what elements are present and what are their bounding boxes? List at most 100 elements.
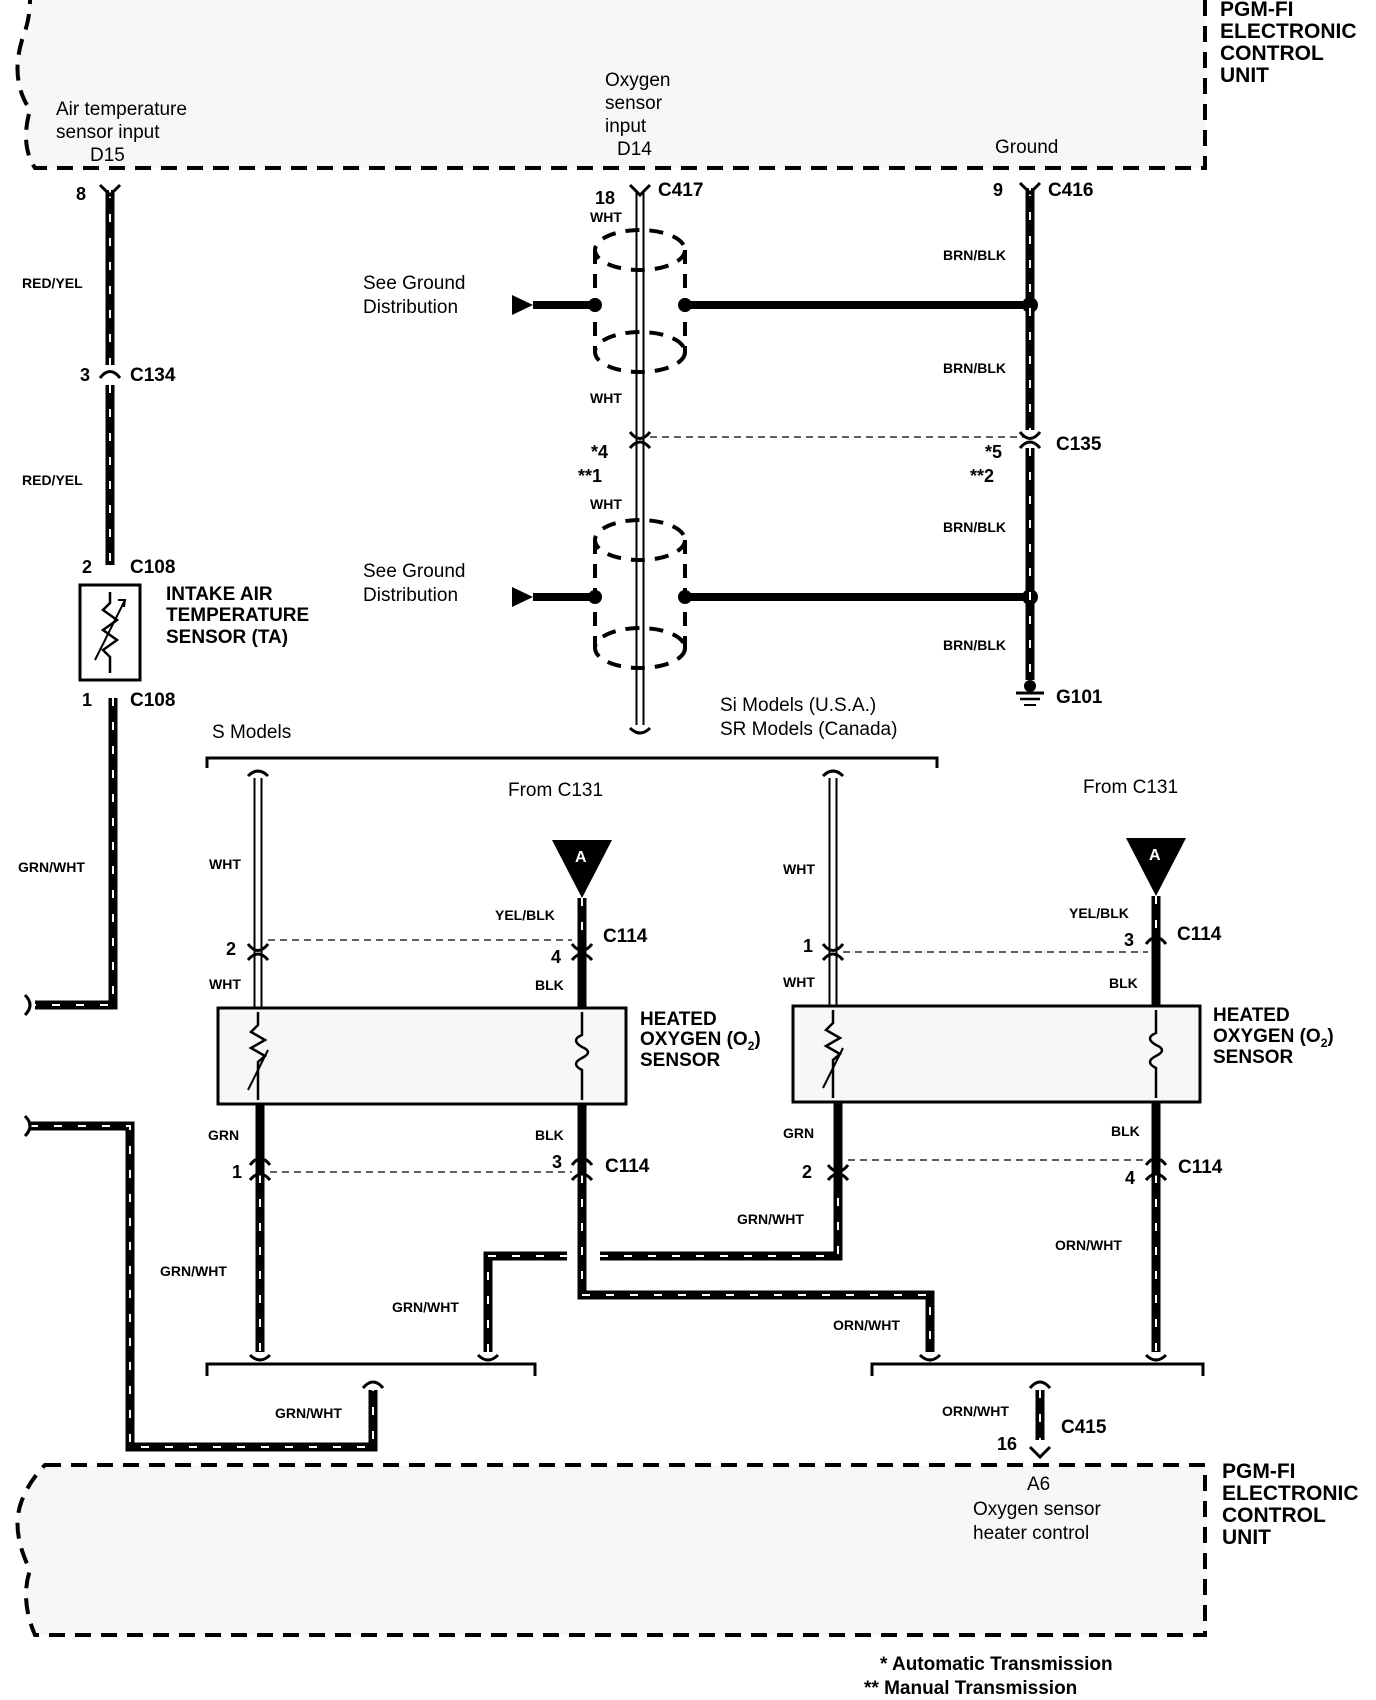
- ecu-bottom-box: [15, 1463, 1207, 1637]
- ecu-bottom-title-3: CONTROL: [1222, 1504, 1326, 1527]
- s-models-label: S Models: [212, 722, 291, 743]
- wire-label-s-orn-wht: ORN/WHT: [833, 1317, 900, 1333]
- see-ground-label-1a: See Ground: [363, 273, 465, 294]
- wire-label-brn-blk-4: BRN/BLK: [943, 637, 1006, 653]
- wire-label-si-blk-bottom: BLK: [1111, 1123, 1140, 1139]
- ref-a-left: A: [575, 849, 587, 866]
- ecu-bottom-title-1: PGM-FI: [1222, 1460, 1296, 1483]
- ecu-top-title-3: CONTROL: [1220, 42, 1324, 65]
- si-sensor-element-icon: [823, 1010, 843, 1098]
- si-models-label-2: SR Models (Canada): [720, 719, 897, 740]
- connector-c417: C417: [658, 180, 703, 201]
- pin-manual-1: **1: [578, 466, 602, 486]
- air-temp-input-label-2: sensor input: [56, 122, 160, 143]
- wire-label-si-orn-wht: ORN/WHT: [1055, 1237, 1122, 1253]
- pin-2: 2: [82, 557, 92, 577]
- heater-control-terminal: A6: [1027, 1474, 1050, 1495]
- connector-c416: C416: [1048, 180, 1093, 201]
- see-ground-label-1b: Distribution: [363, 297, 458, 318]
- ref-a-triangle-right: [1126, 838, 1186, 896]
- connector-c114-si-top: C114: [1177, 924, 1222, 945]
- si-heater-element-icon: [1148, 1010, 1164, 1098]
- s-blk-wire: [577, 1104, 935, 1352]
- ho2s-si-label-3: SENSOR: [1213, 1047, 1294, 1068]
- ground-arrow-2: [512, 587, 533, 607]
- si-pin-wht: 1: [803, 936, 813, 956]
- ho2s-si-label-2: OXYGEN (O2): [1213, 1026, 1334, 1050]
- heater-control-label-1: Oxygen sensor: [973, 1499, 1101, 1520]
- wire-label-si-wht-2: WHT: [783, 974, 815, 990]
- wire-label-brn-blk-2: BRN/BLK: [943, 360, 1006, 376]
- ecu-top-title-1: PGM-FI: [1220, 0, 1294, 21]
- wire-label-red-yel-2: RED/YEL: [22, 472, 83, 488]
- wire-label-wht-3: WHT: [590, 496, 622, 512]
- grn-wht-wire-left-top: [35, 698, 118, 1010]
- ecu-bottom-title-4: UNIT: [1222, 1526, 1271, 1549]
- oxygen-input-label-3: input: [605, 116, 647, 137]
- see-ground-label-2a: See Ground: [363, 561, 465, 582]
- connector-c135: C135: [1056, 434, 1102, 455]
- wire-label-si-grn-wht: GRN/WHT: [737, 1211, 804, 1227]
- ecu-top-title-4: UNIT: [1220, 64, 1269, 87]
- oxygen-input-terminal: D14: [617, 139, 652, 160]
- si-bottom-bracket: [870, 1362, 1205, 1376]
- model-bracket-top: [205, 756, 939, 768]
- c134-terminal: [98, 370, 122, 379]
- wire-label-si-yel-blk: YEL/BLK: [1069, 905, 1129, 921]
- s-pin-blk: 3: [552, 1152, 562, 1172]
- wire-label-si-blk-top: BLK: [1109, 975, 1138, 991]
- s-pin-wht: 2: [226, 939, 236, 959]
- ground-g101: G101: [1056, 687, 1103, 708]
- air-temp-input-label-1: Air temperature: [56, 99, 187, 120]
- si-pin-yel: 3: [1124, 930, 1134, 950]
- wire-label-brn-blk-3: BRN/BLK: [943, 519, 1006, 535]
- wire-label-grn-wht-left: GRN/WHT: [18, 859, 85, 875]
- ho2s-s-label-2: OXYGEN (O2): [640, 1029, 761, 1053]
- pin-8: 8: [76, 184, 86, 204]
- from-c131-left: From C131: [508, 780, 603, 801]
- wire-label-wht-2: WHT: [590, 390, 622, 406]
- ref-a-triangle-left: [552, 840, 612, 898]
- oxygen-input-label-1: Oxygen: [605, 70, 670, 91]
- iat-sensor-label-3: SENSOR (TA): [166, 627, 288, 648]
- s-heater-element-icon: [574, 1012, 590, 1100]
- ho2s-si-label-1: HEATED: [1213, 1005, 1290, 1026]
- pin-3: 3: [80, 365, 90, 385]
- heater-control-label-2: heater control: [973, 1523, 1089, 1544]
- connector-c134: C134: [130, 365, 176, 386]
- si-pin-blk: 4: [1125, 1168, 1135, 1188]
- from-c131-right: From C131: [1083, 777, 1178, 798]
- wire-label-s-wht-2: WHT: [209, 976, 241, 992]
- connector-c108-top: C108: [130, 557, 175, 578]
- pin-18: 18: [595, 188, 615, 208]
- wire-label-grn-wht-bottom: GRN/WHT: [275, 1405, 342, 1421]
- wire-label-s-blk-top: BLK: [535, 977, 564, 993]
- ref-a-right: A: [1149, 847, 1161, 864]
- wire-label-s-wht-1: WHT: [209, 856, 241, 872]
- wire-label-s-yel-blk: YEL/BLK: [495, 907, 555, 923]
- si-pin-grn: 2: [802, 1162, 812, 1182]
- s-pin-yel: 4: [551, 947, 561, 967]
- s-pin-grn: 1: [232, 1162, 242, 1182]
- ecu-bottom-title-2: ELECTRONIC: [1222, 1482, 1359, 1505]
- wire-label-s-grn: GRN: [208, 1127, 239, 1143]
- pin-16: 16: [997, 1434, 1017, 1454]
- connector-c415: C415: [1061, 1417, 1107, 1438]
- wire-label-grn-wht-jump: GRN/WHT: [392, 1299, 459, 1315]
- wire-label-si-wht-1: WHT: [783, 861, 815, 877]
- wire-label-wht-1: WHT: [590, 209, 622, 225]
- ho2s-box-si: [791, 1004, 1202, 1104]
- ho2s-box-s: [216, 1006, 628, 1106]
- footnote-automatic: * Automatic Transmission: [880, 1654, 1113, 1675]
- footnote-manual: ** Manual Transmission: [864, 1678, 1077, 1699]
- oxygen-input-label-2: sensor: [605, 93, 663, 114]
- iat-sensor-label-2: TEMPERATURE: [166, 605, 309, 626]
- ecu-top-box: [15, 0, 1207, 170]
- connector-c114-s-top: C114: [603, 926, 648, 947]
- c417-pin8-terminal: [98, 183, 122, 198]
- pin-manual-2: **2: [970, 466, 994, 486]
- pin-auto-5: *5: [985, 442, 1002, 462]
- si-models-label-1: Si Models (U.S.A.): [720, 695, 876, 716]
- grn-wht-jump-left: [483, 1251, 567, 1352]
